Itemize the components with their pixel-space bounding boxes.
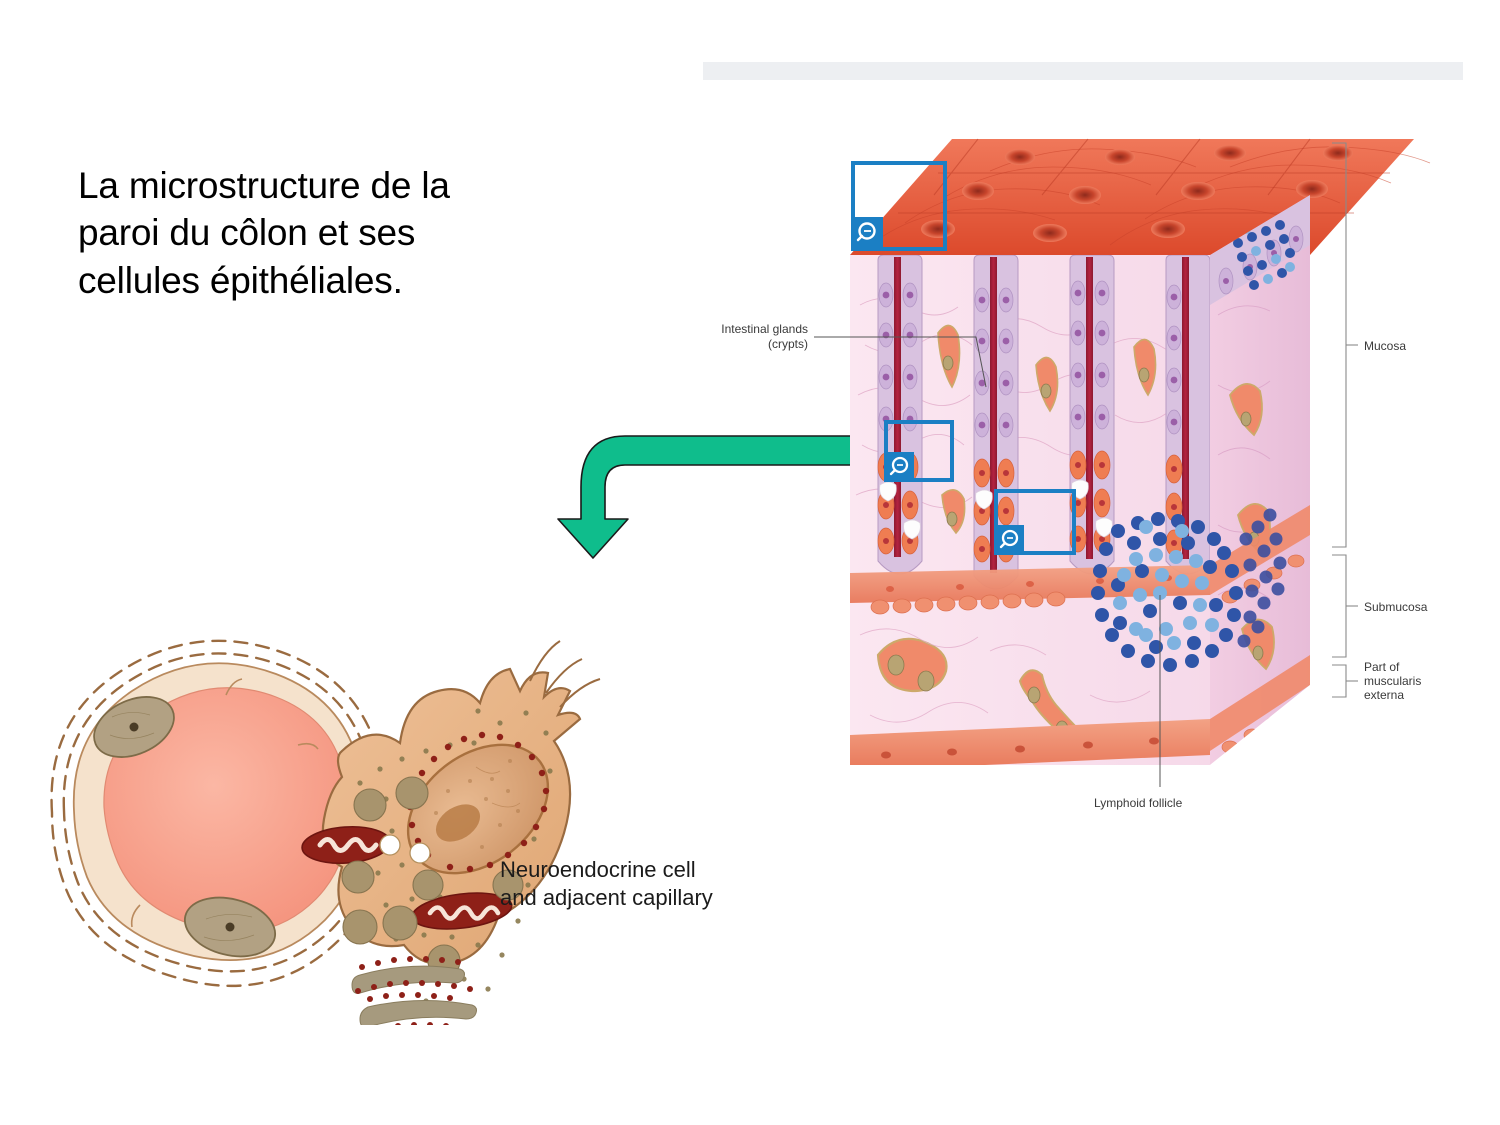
magnifier-icon	[999, 529, 1019, 549]
lymphoid-follicle	[1091, 508, 1287, 672]
lamina-propria-vessels	[937, 324, 1157, 535]
secretory-granules	[341, 776, 524, 978]
cell-nucleus	[406, 731, 550, 875]
muscularis-externa	[850, 719, 1210, 765]
colon-wall-figure: Intestinal glands (crypts) Lymphoid foll…	[690, 95, 1490, 835]
side-lymphocytes	[1233, 220, 1295, 290]
mucosal-surface-top	[850, 138, 1431, 255]
magnifier-box-1[interactable]	[851, 161, 947, 251]
clear-vesicles	[379, 834, 431, 864]
label-intestinal-glands-line2: (crypts)	[768, 337, 808, 351]
label-submucosa: Submucosa	[1364, 600, 1428, 614]
arrow-shape	[557, 435, 881, 559]
magnifier-icon	[856, 222, 876, 242]
nucleolus	[435, 804, 481, 842]
endothelial-nucleus	[183, 896, 277, 958]
slide-title: La microstructure de la paroi du côlon e…	[78, 165, 450, 301]
rough-er	[351, 956, 477, 1025]
intestinal-glands-leader	[814, 336, 987, 388]
label-muscularis-line1: Part of	[1364, 660, 1400, 674]
capillary	[50, 639, 389, 988]
apical-processes	[529, 640, 601, 708]
mucosa-bracket	[1332, 142, 1358, 548]
label-muscularis-line2: muscularis	[1364, 674, 1421, 688]
label-intestinal-glands-line1: Intestinal glands	[721, 322, 808, 336]
magnifier-box-2[interactable]	[884, 420, 954, 482]
magnifier-icon	[889, 456, 909, 476]
curved-down-arrow	[550, 415, 890, 565]
intestinal-crypts	[877, 255, 1210, 590]
label-mucosa: Mucosa	[1364, 339, 1406, 353]
neuroendocrine-cell-figure: Neuroendocrine cell and adjacent capilla…	[30, 555, 750, 1025]
submucosa-bracket	[1332, 554, 1358, 658]
caption-line1: Neuroendocrine cell	[500, 857, 696, 882]
nuclear-envelope-ribosomes	[406, 731, 550, 873]
magnifier-box-3[interactable]	[994, 489, 1076, 555]
label-muscularis-line3: externa	[1364, 688, 1404, 702]
top-decorative-bar	[703, 62, 1463, 80]
endothelial-nucleus	[93, 696, 175, 758]
block-side-face	[1210, 195, 1310, 765]
label-lymphoid-follicle: Lymphoid follicle	[1094, 796, 1183, 810]
neuroendocrine-cell	[301, 640, 601, 1025]
caption-line2: and adjacent capillary	[500, 885, 713, 910]
block-front-face	[850, 255, 1210, 765]
muscularis-bracket	[1332, 664, 1358, 698]
